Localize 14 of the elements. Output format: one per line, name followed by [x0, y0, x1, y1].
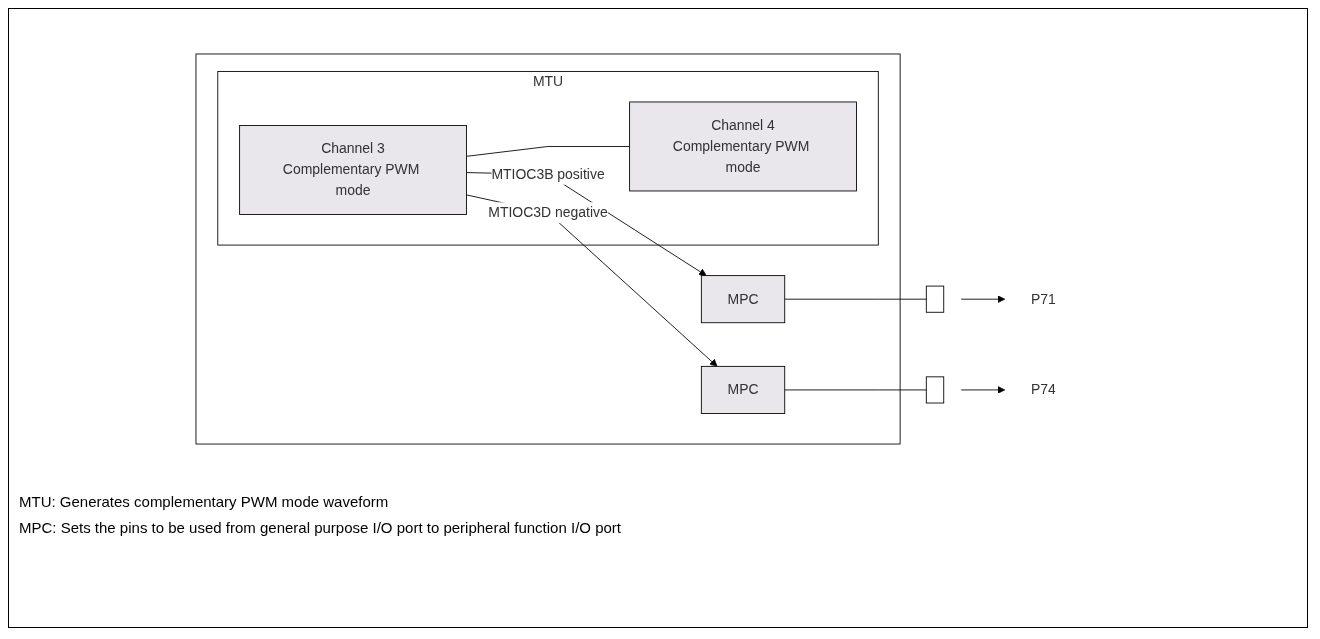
- node-text: P74: [1031, 382, 1056, 397]
- node-box: Channel 3 Complementary PWM mode: [239, 125, 467, 215]
- node-box: [925, 376, 945, 404]
- cluster: [195, 53, 901, 445]
- node-box: MPC: [700, 365, 786, 414]
- node-box: [925, 285, 945, 313]
- edge-label: MTIOC3D negative: [488, 204, 608, 220]
- note-text: MPC: Sets the pins to be used from general purpose I/O port to peripheral function I/O port: [19, 518, 621, 538]
- edge-label: MTIOC3B positive: [491, 166, 605, 182]
- node-box: Channel 4 Complementary PWM mode: [629, 101, 857, 192]
- note-text: MTU: Generates complementary PWM mode waveform: [19, 492, 390, 512]
- node-text: P71: [1031, 291, 1056, 307]
- node-box: MPC: [700, 275, 786, 324]
- connector: [466, 146, 631, 157]
